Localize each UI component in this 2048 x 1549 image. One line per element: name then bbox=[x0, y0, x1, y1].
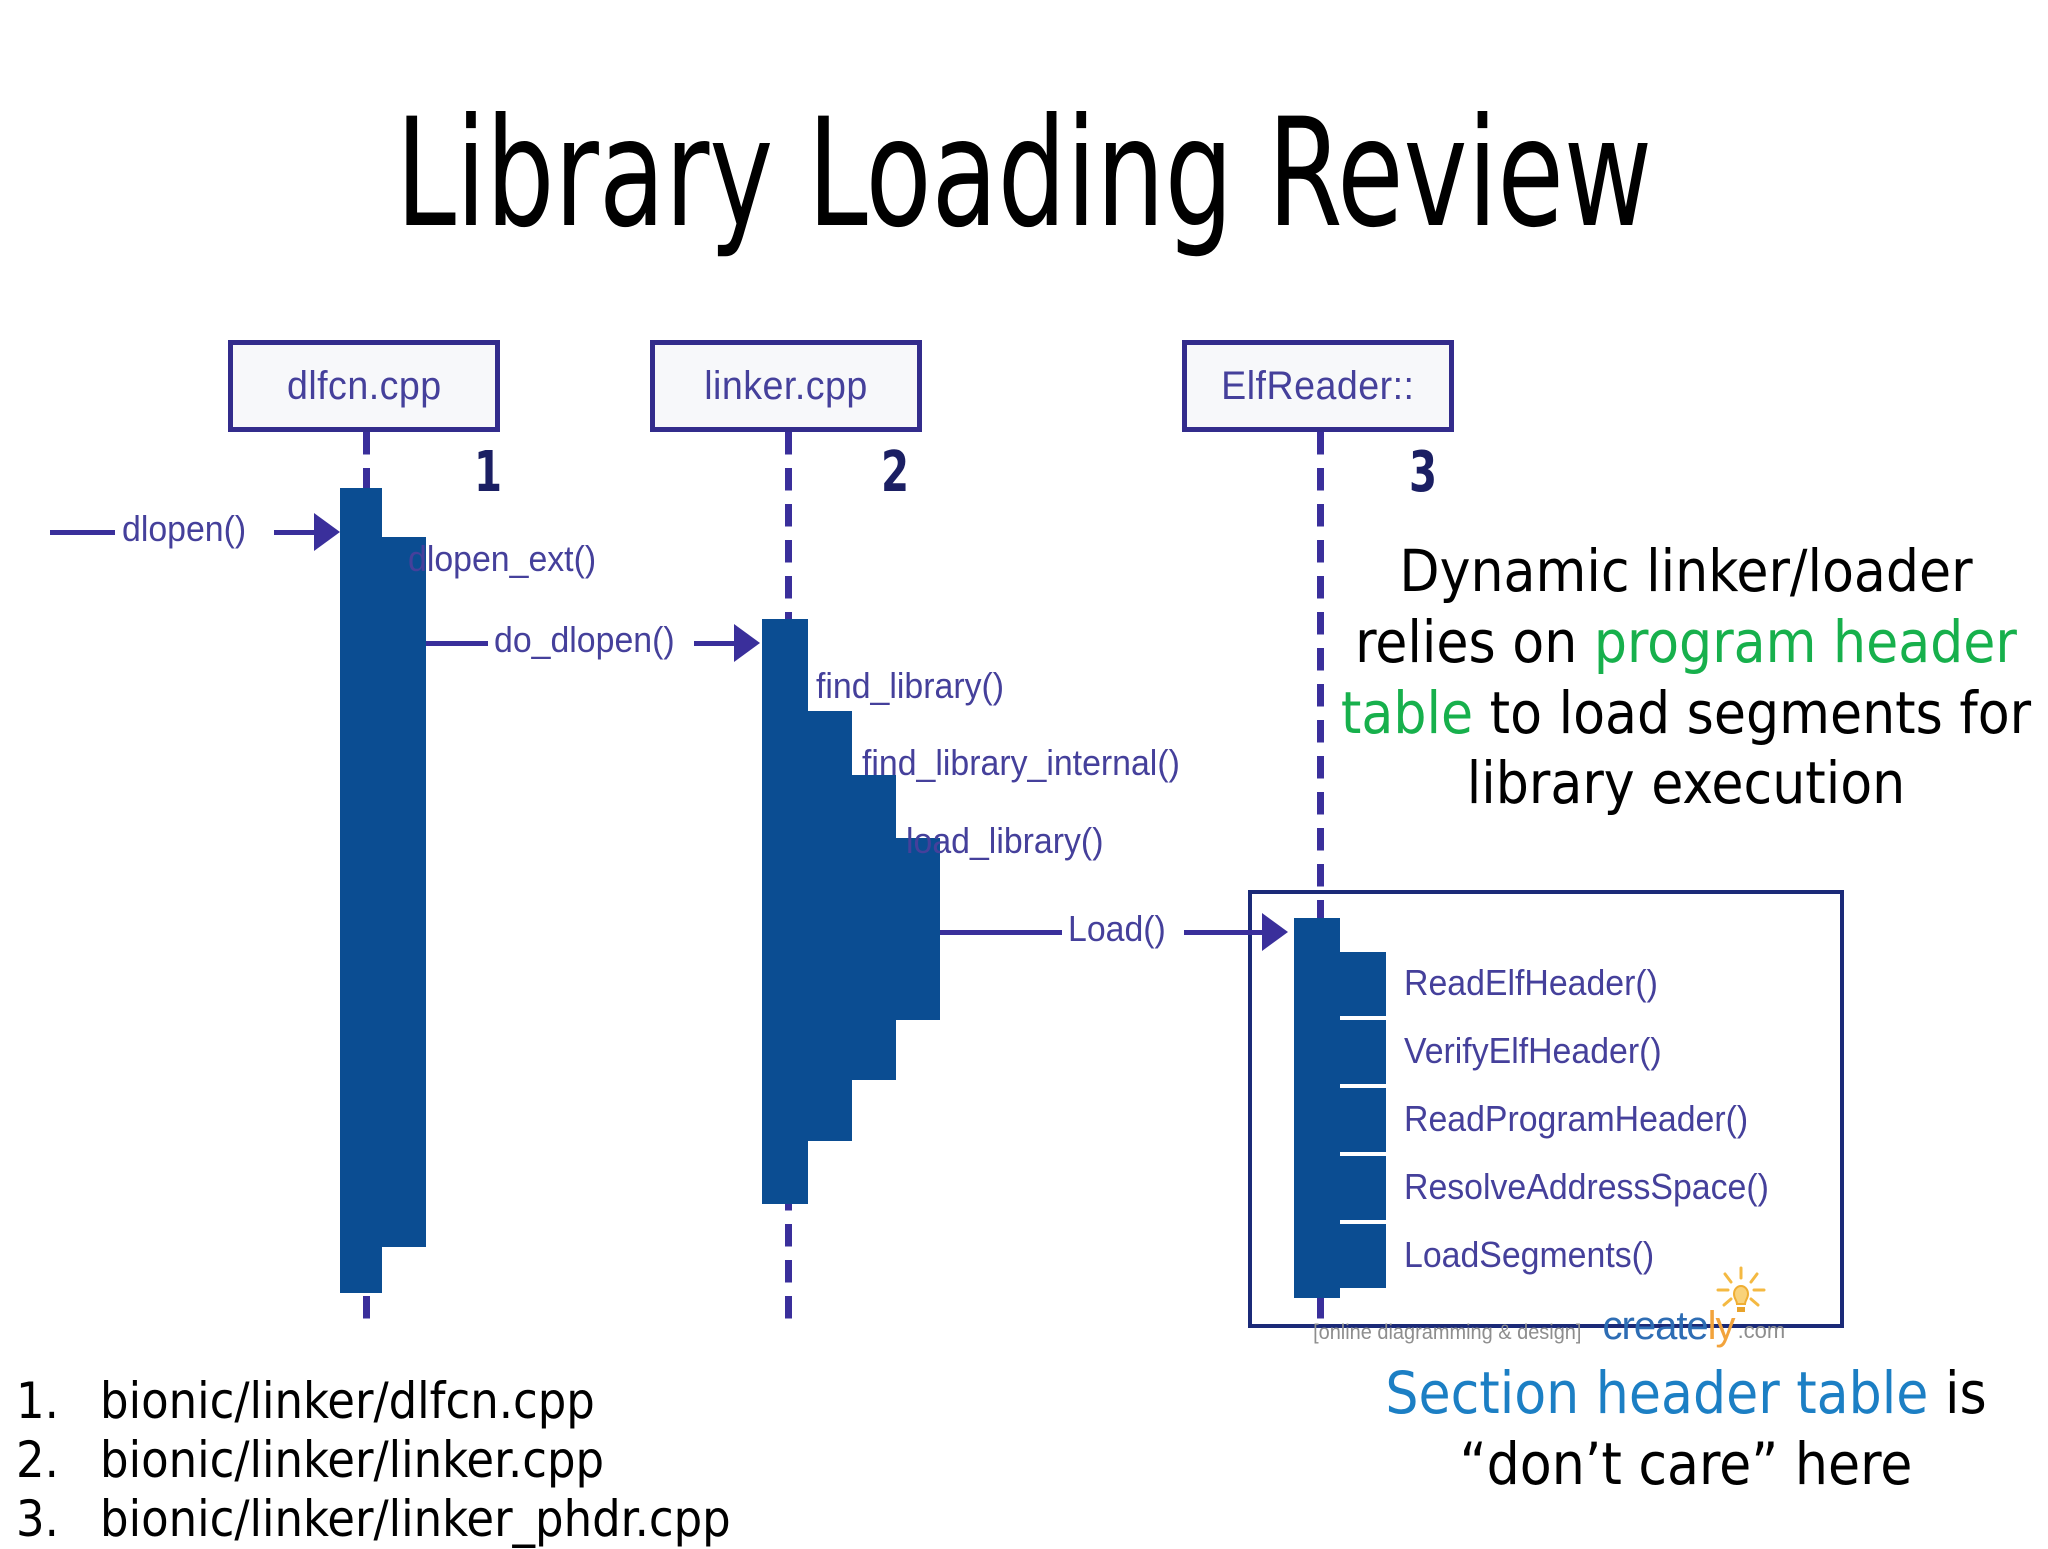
self-call-label-resolve-address-space: ResolveAddressSpace() bbox=[1404, 1166, 1769, 1207]
actor-box-linker[interactable]: linker.cpp bbox=[650, 340, 922, 432]
creately-brand-tld: .com bbox=[1737, 1318, 1786, 1343]
note-bottom-highlight: Section header table bbox=[1385, 1359, 1929, 1427]
actor-index-3: 3 bbox=[1409, 440, 1438, 505]
note-bottom-part2: “don’t care” here bbox=[1459, 1429, 1913, 1498]
activation-elfreader-load-segments bbox=[1340, 1224, 1386, 1288]
activation-elfreader-read-elf-header bbox=[1340, 952, 1386, 1016]
actor-index-1: 1 bbox=[474, 440, 503, 505]
footnote-item: 2. bionic/linker/linker.cpp bbox=[16, 1431, 731, 1490]
creately-tagline: [online diagramming & design] bbox=[1313, 1321, 1582, 1344]
activation-elfreader-read-program-header bbox=[1340, 1088, 1386, 1152]
activation-linker-find-library-internal bbox=[852, 775, 896, 1080]
note-top-highlight: program header table bbox=[1340, 607, 2017, 747]
note-top-part2: to load segments for library execution bbox=[1466, 678, 2032, 818]
note-top-part1: Dynamic linker/loader relies on bbox=[1355, 537, 1973, 676]
self-call-label-find-library-internal: find_library_internal() bbox=[862, 742, 1180, 783]
note-bottom-part1: is bbox=[1928, 1359, 1987, 1427]
creately-watermark: [online diagramming & design] create ly … bbox=[1306, 1304, 1785, 1349]
message-line-do-dlopen-right bbox=[694, 641, 736, 646]
message-line-load-right bbox=[1184, 930, 1264, 935]
footnote-list: 1. bionic/linker/dlfcn.cpp 2. bionic/lin… bbox=[16, 1372, 731, 1549]
message-line-dlopen-right bbox=[274, 530, 316, 535]
footnote-text: bionic/linker/linker.cpp bbox=[100, 1431, 605, 1489]
creately-brand-ly: ly bbox=[1707, 1304, 1736, 1348]
elfreader-group-frame bbox=[1248, 890, 1844, 1328]
self-call-label-dlopen-ext: dlopen_ext() bbox=[408, 538, 597, 579]
activation-elfreader-resolve-address-space bbox=[1340, 1156, 1386, 1220]
footnote-item: 3. bionic/linker/linker_phdr.cpp bbox=[16, 1490, 731, 1549]
message-label-load: Load() bbox=[1068, 908, 1166, 949]
self-call-label-verify-elf-header: VerifyElfHeader() bbox=[1404, 1030, 1662, 1071]
message-line-do-dlopen-left bbox=[426, 641, 488, 646]
self-call-label-load-segments: LoadSegments() bbox=[1404, 1234, 1655, 1275]
activation-elfreader-main bbox=[1294, 918, 1340, 1298]
message-label-do-dlopen: do_dlopen() bbox=[494, 619, 675, 660]
activation-linker-outer bbox=[762, 619, 808, 1204]
actor-box-elfreader[interactable]: ElfReader:: bbox=[1182, 340, 1454, 432]
self-call-label-find-library: find_library() bbox=[816, 665, 1005, 706]
footnote-item: 1. bionic/linker/dlfcn.cpp bbox=[16, 1372, 731, 1431]
activation-dlfcn-dlopen-ext bbox=[382, 537, 426, 1247]
note-section-header-table: Section header table is “don’t care” her… bbox=[1330, 1358, 2042, 1500]
message-arrowhead-load bbox=[1262, 913, 1288, 951]
message-line-dlopen-left bbox=[50, 530, 115, 535]
lifeline-elfreader bbox=[1317, 432, 1324, 1322]
creately-brand-create: create bbox=[1602, 1304, 1709, 1348]
actor-label-dlfcn: dlfcn.cpp bbox=[286, 363, 442, 408]
actor-label-linker: linker.cpp bbox=[704, 363, 868, 408]
actor-label-elfreader: ElfReader:: bbox=[1221, 363, 1415, 408]
sun-icon bbox=[1716, 1266, 1766, 1312]
self-call-label-read-program-header: ReadProgramHeader() bbox=[1404, 1098, 1749, 1139]
activation-linker-find-library bbox=[808, 711, 852, 1141]
actor-box-dlfcn[interactable]: dlfcn.cpp bbox=[228, 340, 500, 432]
page-title: Library Loading Review bbox=[395, 87, 1653, 261]
footnote-number: 1. bbox=[16, 1372, 59, 1430]
self-call-label-read-elf-header: ReadElfHeader() bbox=[1404, 962, 1658, 1003]
message-label-dlopen: dlopen() bbox=[122, 508, 247, 549]
message-arrowhead-do-dlopen bbox=[734, 624, 760, 662]
footnote-number: 3. bbox=[16, 1490, 59, 1548]
activation-elfreader-verify-elf-header bbox=[1340, 1020, 1386, 1084]
activation-dlfcn-outer bbox=[340, 488, 382, 1293]
actor-index-2: 2 bbox=[881, 440, 910, 505]
self-call-label-load-library: load_library() bbox=[906, 820, 1104, 861]
footnote-text: bionic/linker/dlfcn.cpp bbox=[100, 1372, 595, 1430]
message-arrowhead-dlopen bbox=[314, 513, 340, 551]
footnote-number: 2. bbox=[16, 1431, 59, 1489]
footnote-text: bionic/linker/linker_phdr.cpp bbox=[100, 1490, 731, 1548]
activation-linker-load-library bbox=[896, 838, 940, 1020]
note-program-header-table: Dynamic linker/loader relies on program … bbox=[1330, 536, 2042, 819]
message-line-load-left bbox=[940, 930, 1062, 935]
